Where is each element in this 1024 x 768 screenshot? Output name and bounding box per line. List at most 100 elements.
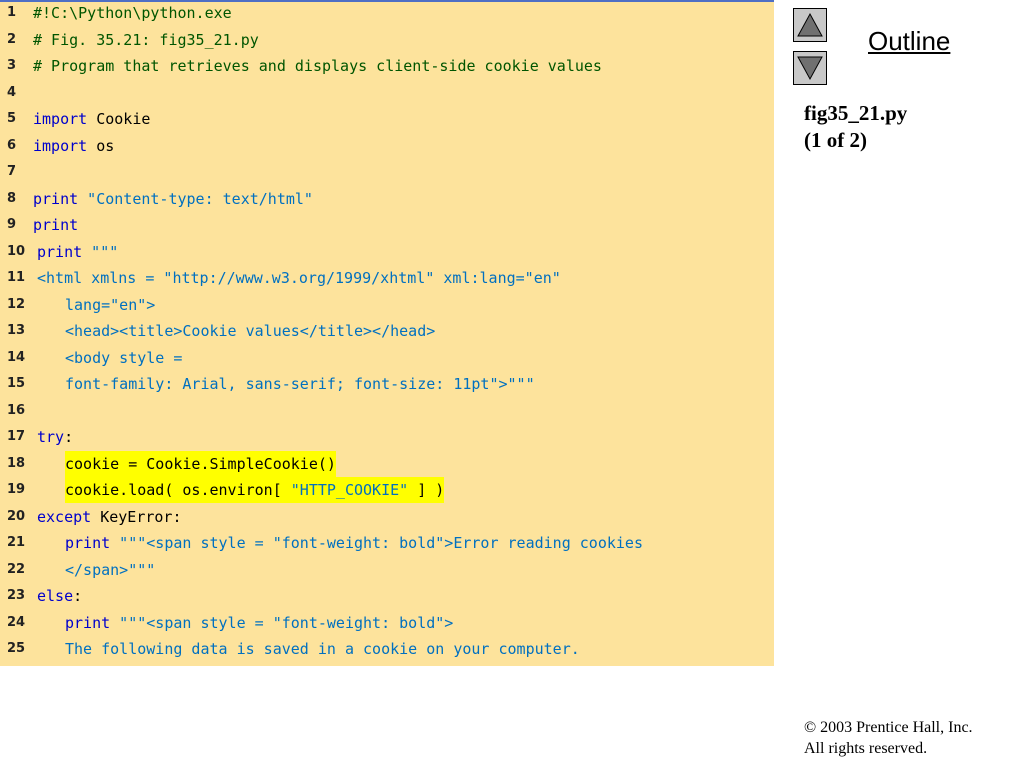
code-line: 11 <html xmlns = "http://www.w3.org/1999/…	[0, 265, 774, 291]
code-line: 18 cookie = Cookie.SimpleCookie()	[0, 450, 774, 477]
code-token: cookie.load( os.environ[	[65, 481, 291, 499]
line-number: 19	[7, 482, 26, 497]
line-number: 25	[7, 641, 26, 656]
line-number: 14	[7, 349, 26, 365]
line-number: 8	[7, 190, 17, 206]
code-token: The following data is saved in a cookie …	[65, 640, 580, 658]
code-line: 24 print """<span style = "font-weight: b…	[0, 610, 774, 636]
code-token: <body style =	[65, 348, 183, 367]
line-number: 23	[7, 588, 26, 603]
code-token: ] )	[408, 481, 445, 499]
code-line: 13 <head><title>Cookie values</title></he…	[0, 318, 774, 344]
code-token: "Content-type: text/html"	[78, 189, 313, 208]
line-number: 12	[7, 296, 26, 312]
code-token: <head><title>Cookie values</title></head…	[65, 322, 436, 340]
copyright-notice: © 2003 Prentice Hall, Inc. All rights re…	[804, 717, 973, 759]
code-token: os	[87, 136, 115, 155]
line-number: 6	[7, 137, 17, 153]
line-number: 20	[7, 508, 26, 524]
code-line: 5 import Cookie	[0, 106, 774, 132]
code-token: </span>"""	[65, 560, 156, 579]
line-number: 15	[7, 376, 26, 391]
line-number: 5	[7, 111, 17, 126]
code-text: cookie.load( os.environ[ "HTTP_COOKIE" ]…	[65, 477, 445, 503]
code-token: print	[65, 613, 111, 632]
code-line: 14 <body style =	[0, 345, 774, 371]
code-text: The following data is saved in a cookie …	[65, 636, 580, 662]
code-text: print """<span style = "font-weight: bol…	[65, 530, 643, 556]
line-number: 22	[7, 561, 26, 577]
code-line: 23 else:	[0, 583, 774, 609]
code-token: print	[37, 242, 83, 261]
code-line: 8 print "Content-type: text/html"	[0, 186, 774, 212]
code-text: print	[33, 212, 78, 238]
code-line: 1 #!C:\Python\python.exe	[0, 0, 774, 26]
code-text: # Fig. 35.21: fig35_21.py	[33, 27, 259, 53]
figure-page-indicator: (1 of 2)	[804, 128, 867, 152]
line-number: 4	[7, 84, 17, 100]
code-text: print """<span style = "font-weight: bol…	[65, 610, 453, 636]
code-text: import os	[33, 133, 114, 159]
line-number: 21	[7, 535, 26, 550]
code-line: 21 print """<span style = "font-weight: b…	[0, 530, 774, 556]
code-token: # Fig. 35.21: fig35_21.py	[33, 30, 259, 49]
code-text: <body style =	[65, 345, 182, 371]
line-number: 17	[7, 429, 26, 444]
code-token: """<span style = "font-weight: bold">	[110, 613, 454, 632]
code-token: #!C:\Python\python.exe	[33, 4, 232, 22]
line-number: 10	[7, 243, 26, 259]
code-line: 10 print """	[0, 239, 774, 265]
up-triangle-icon	[797, 12, 823, 37]
code-token: Cookie	[87, 110, 151, 128]
code-text: cookie = Cookie.SimpleCookie()	[65, 450, 336, 477]
code-text: print """	[37, 239, 118, 265]
line-number: 16	[7, 402, 26, 418]
line-number: 24	[7, 614, 26, 630]
code-token: <html xmlns = "http://www.w3.org/1999/xh…	[37, 269, 561, 287]
code-line: 19 cookie.load( os.environ[ "HTTP_COOKIE"…	[0, 477, 774, 503]
code-token: cookie = Cookie.SimpleCookie()	[65, 454, 336, 473]
down-triangle-icon	[797, 56, 823, 81]
code-line: 3 # Program that retrieves and displays c…	[0, 53, 774, 79]
line-number: 13	[7, 323, 26, 338]
line-number: 2	[7, 31, 17, 47]
code-listing: 1 #!C:\Python\python.exe 2 # Fig. 35.21: fi…	[0, 0, 774, 666]
code-line: 15 font-family: Arial, sans-serif; font-s…	[0, 371, 774, 397]
code-line: 12 lang="en">	[0, 292, 774, 318]
code-text: # Program that retrieves and displays cl…	[33, 53, 602, 79]
code-token: font-family: Arial, sans-serif; font-siz…	[65, 375, 535, 393]
code-token: :	[64, 428, 74, 446]
line-number: 1	[7, 5, 17, 20]
line-number: 11	[7, 270, 26, 285]
code-text: #!C:\Python\python.exe	[33, 0, 232, 26]
code-token: print	[33, 189, 79, 208]
code-token: KeyError:	[91, 507, 182, 526]
outline-link[interactable]: Outline	[868, 26, 951, 56]
line-number: 3	[7, 58, 17, 73]
code-line: 4	[0, 80, 774, 106]
code-token: try	[37, 428, 65, 446]
code-token: print	[65, 534, 111, 552]
code-text: </span>"""	[65, 557, 155, 583]
code-line: 7	[0, 159, 774, 185]
copyright-line: © 2003 Prentice Hall, Inc.	[804, 719, 973, 736]
code-text: <html xmlns = "http://www.w3.org/1999/xh…	[37, 265, 561, 291]
code-text: font-family: Arial, sans-serif; font-siz…	[65, 371, 535, 397]
code-token: :	[73, 587, 83, 605]
code-text: lang="en">	[65, 292, 155, 318]
code-text: <head><title>Cookie values</title></head…	[65, 318, 435, 344]
line-number: 7	[7, 164, 17, 179]
code-text: import Cookie	[33, 106, 150, 132]
code-token: "HTTP_COOKIE"	[290, 481, 409, 499]
code-text: except KeyError:	[37, 504, 182, 530]
next-slide-button[interactable]	[793, 51, 827, 85]
line-number: 18	[7, 455, 26, 471]
previous-slide-button[interactable]	[793, 8, 827, 42]
code-line: 25 The following data is saved in a cooki…	[0, 636, 774, 662]
code-token: else	[37, 587, 74, 605]
code-token: """<span style = "font-weight: bold">Err…	[110, 534, 643, 552]
code-token: """	[82, 242, 119, 261]
code-token: lang="en">	[65, 295, 156, 314]
code-text: try:	[37, 424, 73, 450]
